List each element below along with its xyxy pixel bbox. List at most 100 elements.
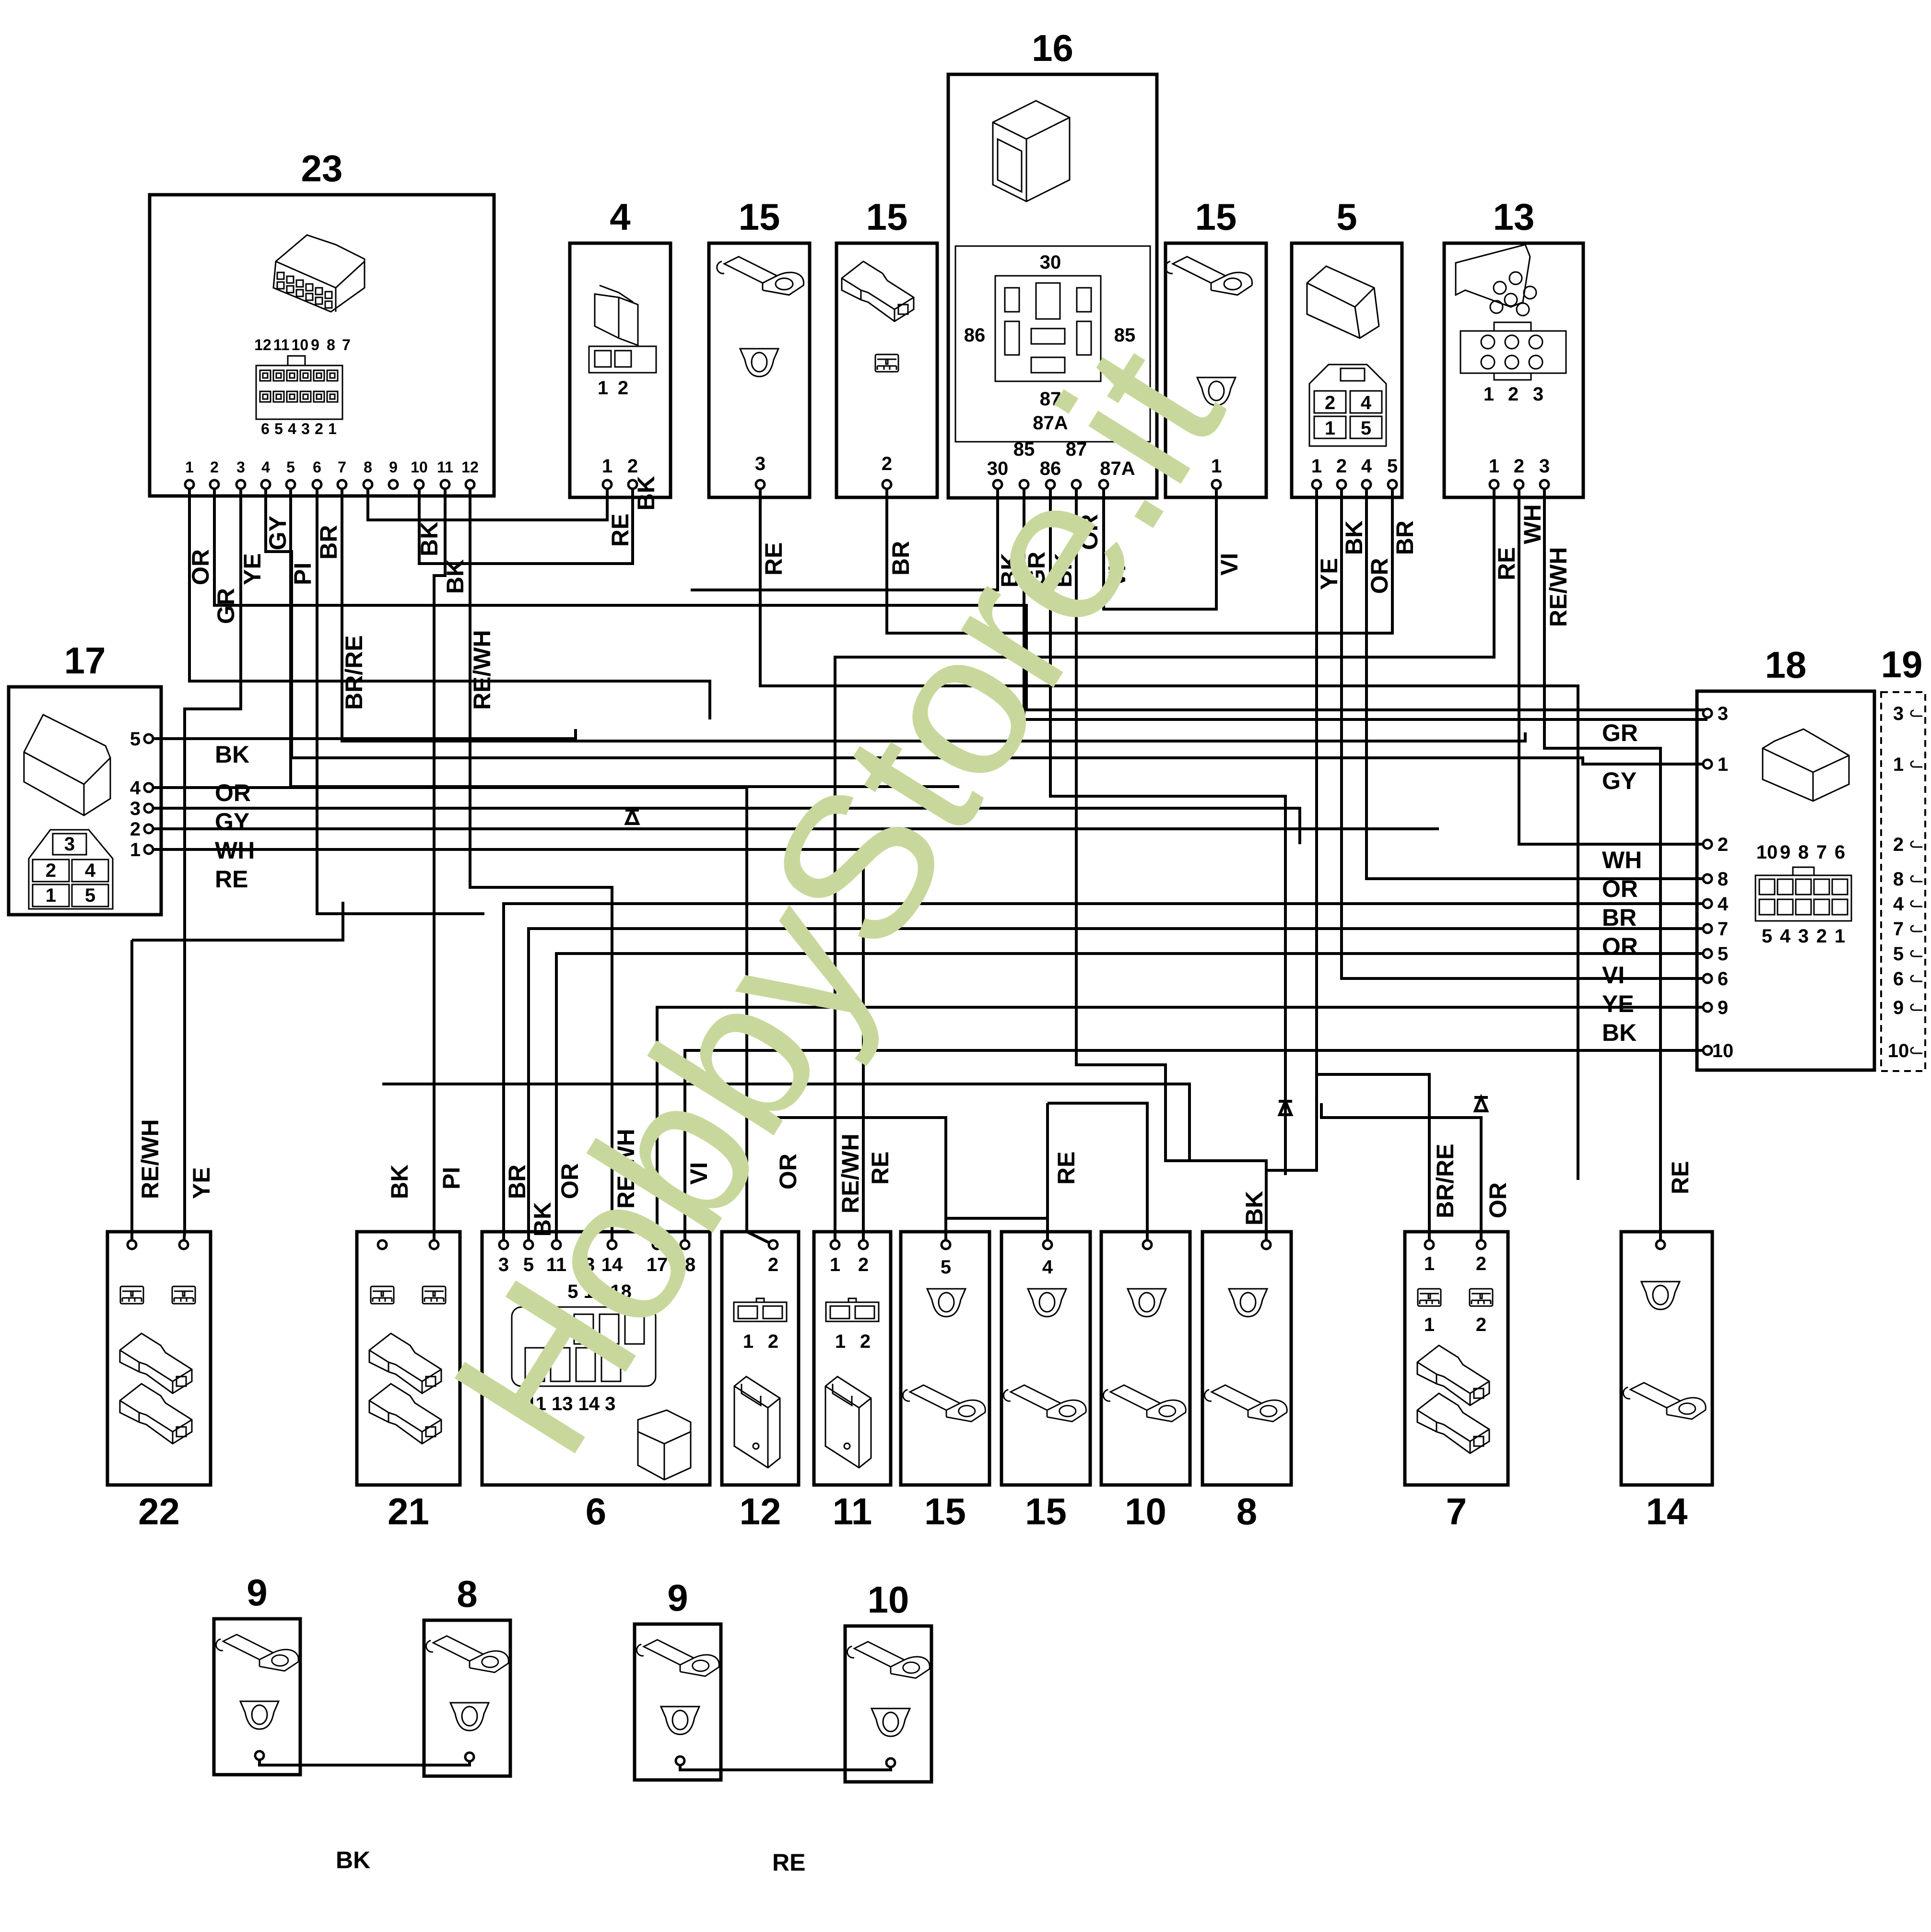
pin-terminal[interactable] — [464, 1751, 475, 1763]
pin-terminal[interactable] — [235, 479, 247, 490]
pin-terminal[interactable] — [1655, 1239, 1666, 1250]
component-g10[interactable]: 10 — [843, 1579, 933, 1784]
pin-terminal[interactable] — [126, 1239, 138, 1250]
pin-terminal[interactable] — [143, 844, 154, 855]
component-c15e[interactable]: 154 — [1000, 1230, 1092, 1532]
pin-terminal[interactable] — [1018, 479, 1030, 490]
component-c15a[interactable]: 153 — [707, 196, 812, 499]
pin-terminal[interactable] — [858, 1239, 869, 1250]
pin-terminal[interactable] — [143, 823, 154, 835]
pin-terminal[interactable] — [1702, 873, 1713, 884]
pin-terminal[interactable] — [1361, 479, 1372, 490]
pin-terminal[interactable] — [1387, 479, 1398, 490]
component-g9b[interactable]: 9 — [633, 1577, 723, 1782]
component-c14[interactable]: 14 — [1619, 1230, 1714, 1532]
pin-terminal[interactable] — [428, 1239, 440, 1250]
pin-terminal[interactable] — [311, 479, 323, 490]
pin-terminal[interactable] — [829, 1239, 841, 1250]
pin-terminal[interactable] — [1702, 1045, 1713, 1056]
pin-terminal[interactable] — [1702, 948, 1713, 959]
pin-terminal[interactable] — [498, 1239, 509, 1250]
pin-terminal[interactable] — [143, 802, 154, 814]
blade-connector-shape — [1416, 1344, 1490, 1406]
pin-terminal[interactable] — [1702, 707, 1713, 719]
pin-terminal[interactable] — [1702, 838, 1713, 850]
component-c22[interactable]: 22 — [106, 1230, 212, 1532]
pin-terminal[interactable] — [1098, 479, 1109, 490]
pin-terminal[interactable] — [1702, 923, 1713, 934]
component-c8[interactable]: 8 — [1201, 1230, 1293, 1532]
pin-terminal[interactable] — [551, 1239, 562, 1250]
pin-terminal[interactable] — [1045, 479, 1056, 490]
pin-terminal[interactable] — [1702, 898, 1713, 909]
pin-terminal[interactable] — [881, 479, 893, 490]
pin-terminal[interactable] — [254, 1750, 265, 1761]
pin-number: 10 — [411, 459, 428, 476]
pin-terminal[interactable] — [767, 1239, 779, 1250]
pin-terminal[interactable] — [260, 479, 271, 490]
pin-terminal[interactable] — [1142, 1239, 1153, 1250]
pin-terminal[interactable] — [651, 1239, 663, 1250]
component-c21[interactable]: 21 — [355, 1230, 462, 1532]
face-detail — [173, 1290, 194, 1302]
pin-terminal[interactable] — [178, 1239, 189, 1250]
pin-terminal[interactable] — [627, 479, 638, 490]
pin-terminal[interactable] — [1702, 973, 1713, 984]
pin-terminal[interactable] — [523, 1239, 534, 1250]
pin-terminal[interactable] — [1336, 479, 1347, 490]
pin-terminal[interactable] — [439, 479, 451, 490]
component-c10[interactable]: 10 — [1099, 1230, 1192, 1532]
connector-4pin-drawing-icon — [1306, 265, 1380, 339]
pin-terminal[interactable] — [1260, 1239, 1272, 1250]
pin-terminal[interactable] — [377, 1239, 388, 1250]
pin-terminal[interactable] — [143, 782, 154, 793]
pin-terminal[interactable] — [285, 479, 296, 490]
pin-terminal[interactable] — [601, 479, 613, 490]
pin-terminal[interactable] — [143, 733, 154, 744]
pin-terminal[interactable] — [940, 1239, 952, 1250]
pin-terminal[interactable] — [578, 1239, 590, 1250]
pin-terminal[interactable] — [388, 479, 399, 490]
pin-terminal[interactable] — [1311, 479, 1322, 490]
pin-terminal[interactable] — [464, 479, 476, 490]
pin-terminal[interactable] — [1042, 1239, 1053, 1250]
pin-terminal[interactable] — [885, 1757, 896, 1768]
pin-terminal[interactable] — [336, 479, 348, 490]
pin-terminal[interactable] — [184, 479, 195, 490]
component-c15b[interactable]: 152 — [835, 196, 939, 499]
pin-terminal[interactable] — [1702, 1001, 1713, 1013]
component-g8[interactable]: 8 — [422, 1573, 512, 1778]
pin-terminal[interactable] — [679, 1239, 691, 1250]
pin-terminal[interactable] — [413, 479, 425, 490]
pin-terminal[interactable] — [1071, 479, 1082, 490]
pin-number: 1 — [1311, 456, 1322, 477]
pin-terminal[interactable] — [1424, 1239, 1435, 1250]
pin-terminal[interactable] — [1702, 758, 1713, 770]
pin-terminal[interactable] — [362, 479, 374, 490]
pin-terminal[interactable] — [992, 479, 1003, 490]
pin-terminal[interactable] — [209, 479, 220, 490]
pin-terminal[interactable] — [606, 1239, 618, 1250]
pin-terminal[interactable] — [1513, 479, 1525, 490]
pin-terminal[interactable] — [1488, 479, 1500, 490]
pin-terminal[interactable] — [1475, 1239, 1487, 1250]
pin-terminal[interactable] — [1211, 479, 1222, 490]
pin-terminal[interactable] — [1539, 479, 1550, 490]
component-g9a[interactable]: 9 — [212, 1571, 302, 1777]
pin-terminal[interactable] — [674, 1755, 686, 1767]
component-c15c[interactable]: 151 — [1164, 196, 1268, 499]
pin-terminal[interactable] — [754, 479, 766, 490]
component-c15d[interactable]: 155 — [899, 1230, 991, 1532]
